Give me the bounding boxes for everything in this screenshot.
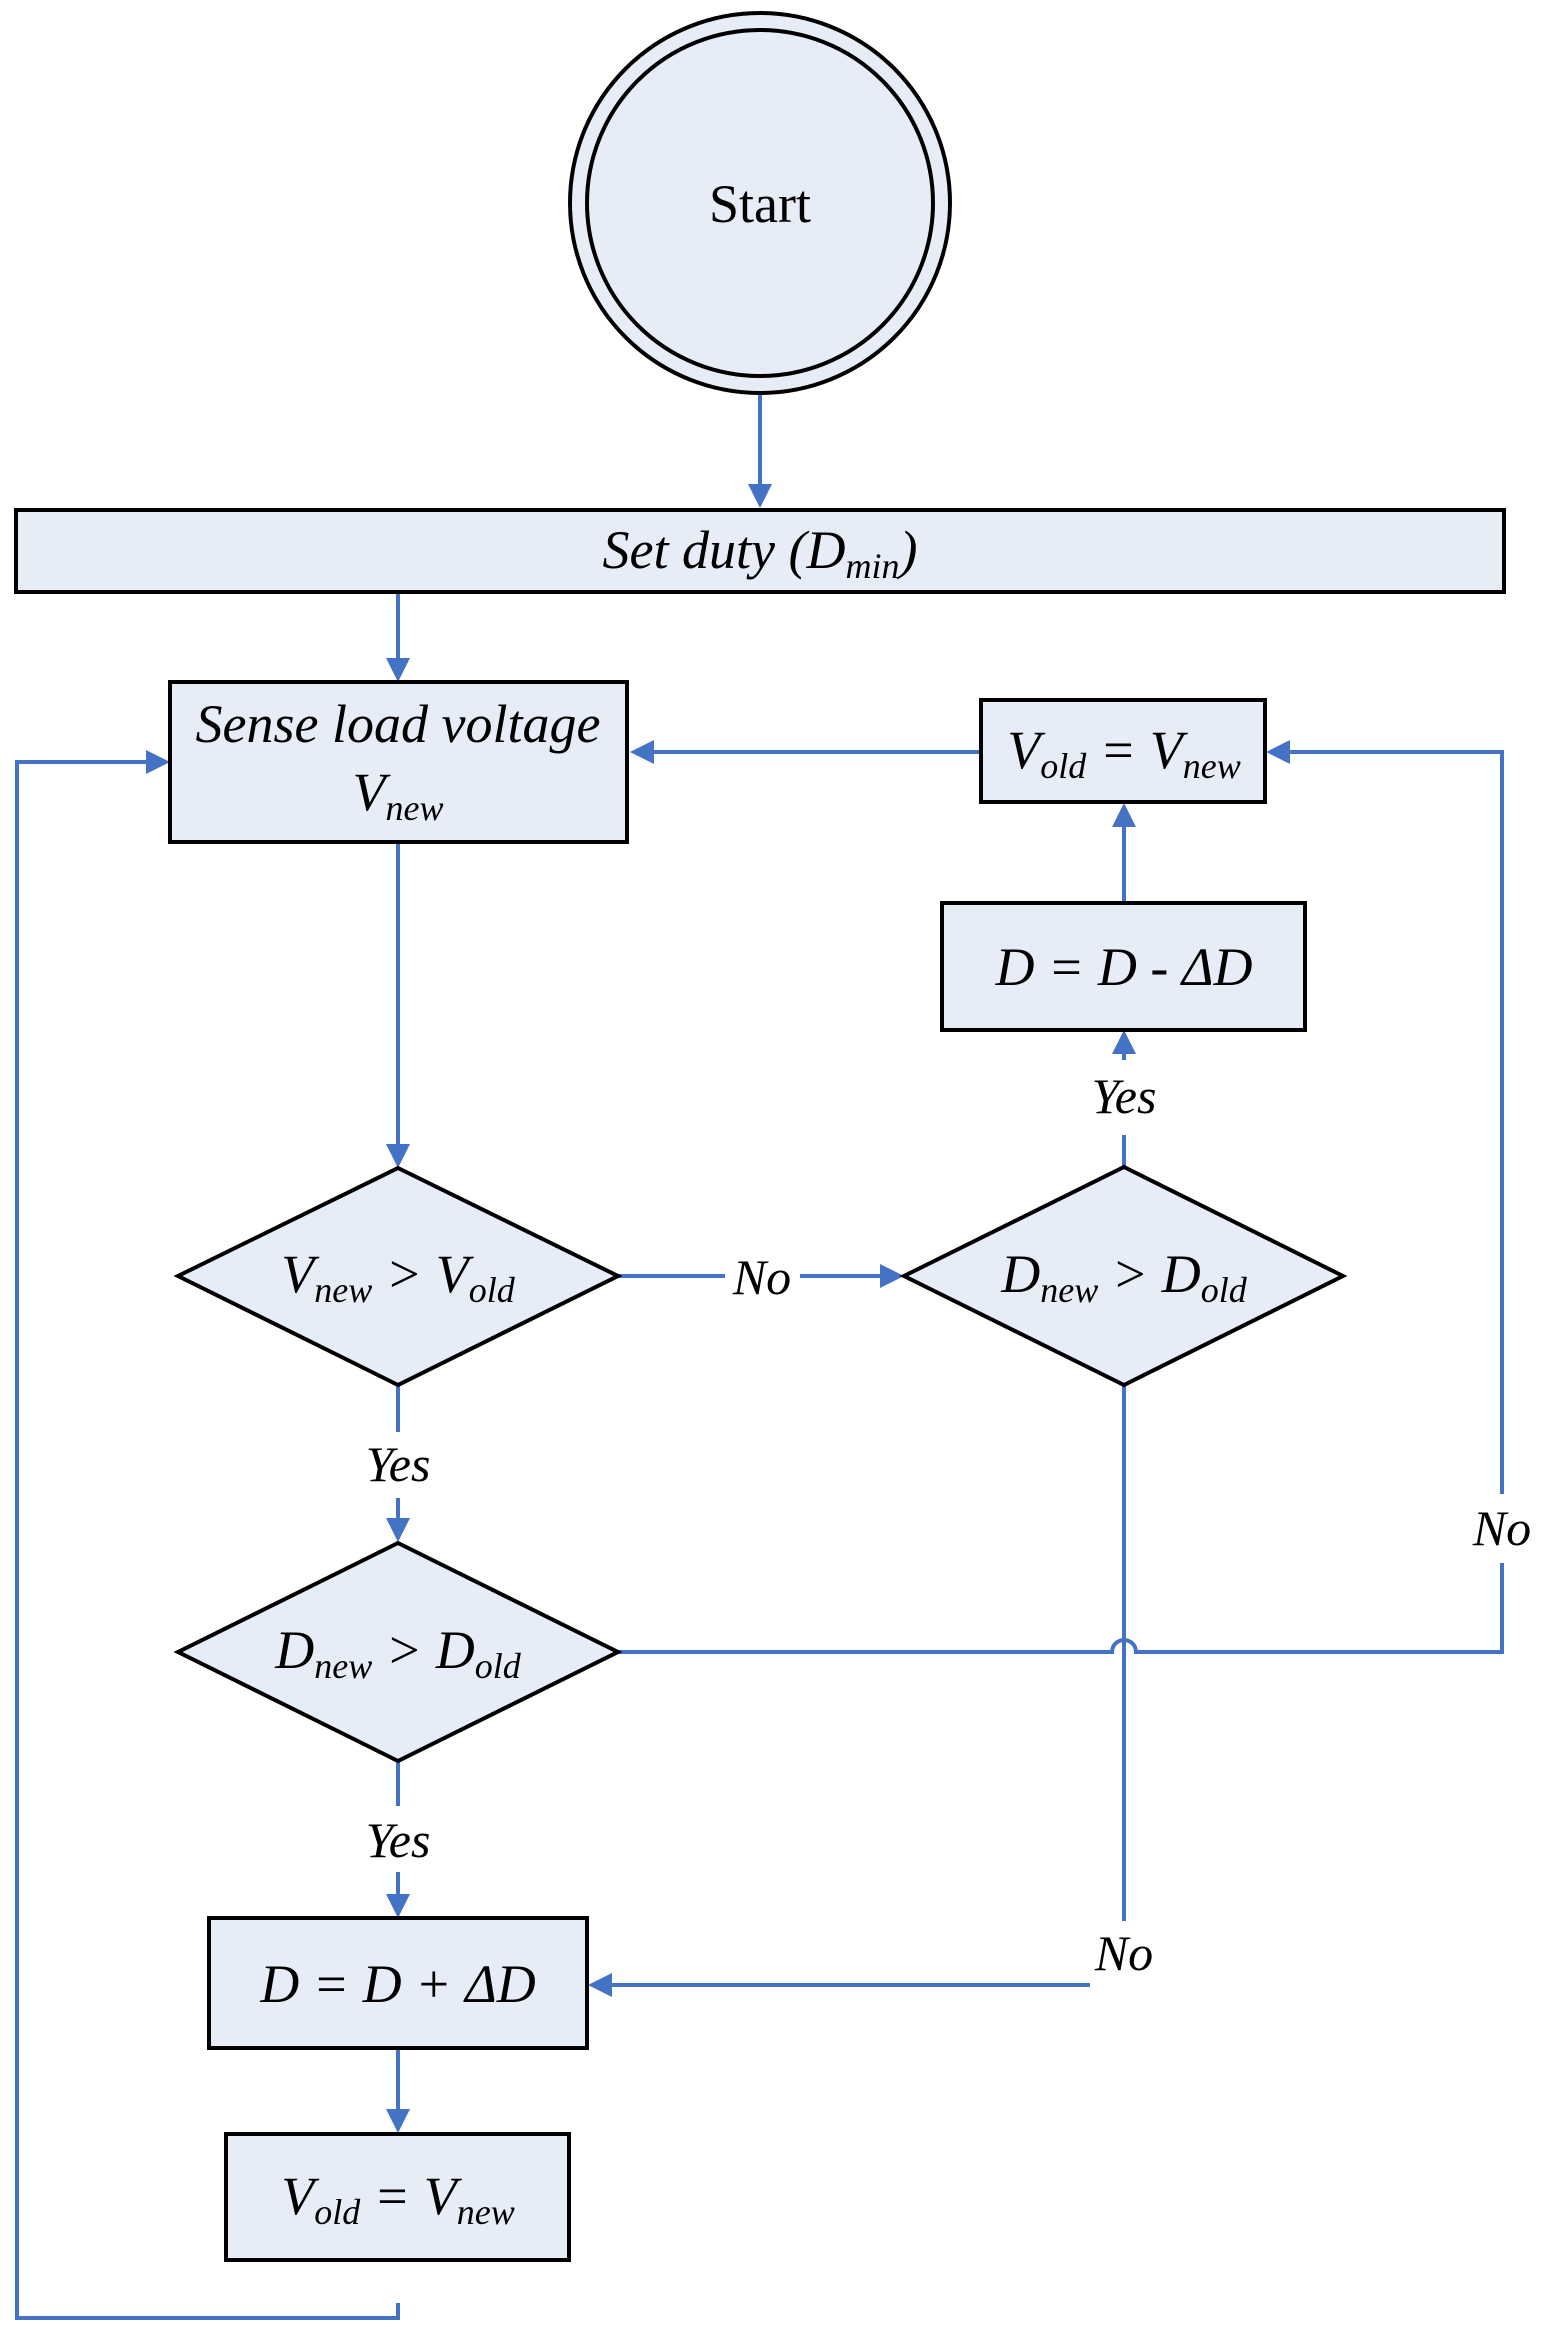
decrement-box xyxy=(940,901,1307,1032)
start-inner-ring xyxy=(585,28,935,378)
decision-d-right-node: Dnew > Dold xyxy=(899,1164,1348,1388)
sense-node: Sense load voltage Vnew xyxy=(168,680,629,844)
arrowhead xyxy=(386,1894,410,1918)
start-node: Start xyxy=(568,11,952,395)
arrowhead xyxy=(1266,740,1290,764)
top-update-box xyxy=(979,698,1267,804)
decision-d-left-node: Dnew > Dold xyxy=(173,1540,623,1764)
arrowhead xyxy=(748,484,772,508)
start-label: Start xyxy=(709,174,811,234)
arrowhead xyxy=(588,1973,612,1997)
sense-box xyxy=(168,680,629,844)
increment-box xyxy=(207,1916,589,2050)
edge-label-yes-right: Yes xyxy=(1092,1068,1157,1124)
bottom-update-label: Vold = Vnew xyxy=(281,2166,514,2232)
connectors xyxy=(15,393,1504,2320)
decision-v-node: Vnew > Vold xyxy=(173,1165,623,1388)
arrowhead xyxy=(1112,803,1136,827)
increment-node: D = D + ΔD xyxy=(207,1916,589,2050)
edge-label-no-far-right: No xyxy=(1472,1500,1531,1556)
decision-d-right-label: Dnew > Dold xyxy=(1000,1244,1247,1310)
arrowhead xyxy=(146,750,170,774)
start-outer-ring xyxy=(568,11,952,395)
connector-decision-d-right-no xyxy=(606,1385,1126,1987)
top-update-node: Vold = Vnew xyxy=(979,698,1267,804)
arrowhead xyxy=(386,1144,410,1168)
decision-d-right-diamond xyxy=(899,1164,1348,1388)
connector-bottom-update-to-sense xyxy=(15,760,400,2320)
decrement-label: D = D - ΔD xyxy=(994,937,1252,997)
edge-label-no-middle: No xyxy=(732,1249,791,1305)
edge-labels: No Yes No Yes Yes No xyxy=(366,1068,1532,1981)
increment-label: D = D + ΔD xyxy=(259,1954,536,2014)
top-update-label: Vold = Vnew xyxy=(1007,720,1240,786)
set-duty-node: Set duty (Dmin) xyxy=(14,508,1506,594)
arrowhead xyxy=(386,1518,410,1542)
decision-v-diamond xyxy=(173,1165,623,1388)
decision-v-label: Vnew > Vold xyxy=(281,1244,515,1310)
arrowhead xyxy=(630,740,654,764)
arrowhead xyxy=(386,658,410,682)
bottom-update-box xyxy=(224,2132,571,2262)
arrowhead xyxy=(1112,1030,1136,1054)
edge-label-no-bottom: No xyxy=(1094,1925,1153,1981)
set-duty-box xyxy=(14,508,1506,594)
sense-variable: Vnew xyxy=(353,762,444,828)
edge-label-yes-first: Yes xyxy=(366,1436,431,1492)
sense-label: Sense load voltage xyxy=(196,694,601,754)
bottom-update-node: Vold = Vnew xyxy=(224,2132,571,2262)
edge-label-yes-second: Yes xyxy=(366,1812,431,1868)
arrowhead xyxy=(386,2109,410,2133)
decrement-node: D = D - ΔD xyxy=(940,901,1307,1032)
decision-d-left-diamond xyxy=(173,1540,623,1764)
set-duty-label: Set duty (Dmin) xyxy=(603,520,918,586)
decision-d-left-label: Dnew > Dold xyxy=(274,1620,521,1686)
arrowhead xyxy=(880,1264,904,1288)
